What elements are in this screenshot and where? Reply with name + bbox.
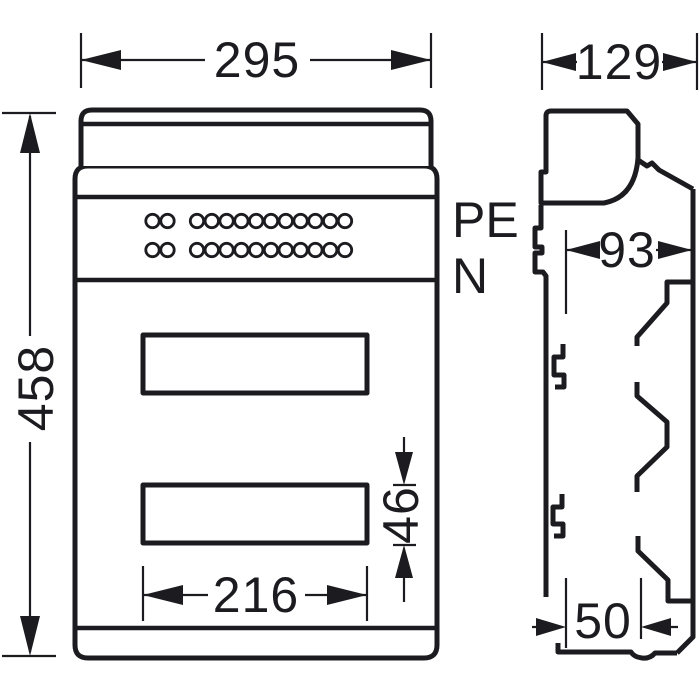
dim-50-value: 50: [574, 593, 632, 649]
dim-46-arrow-down: [395, 452, 413, 485]
dim-216-arrow-left: [143, 585, 183, 605]
dim-overall-depth: 129: [540, 33, 699, 90]
dim-46-arrow-up: [395, 545, 413, 578]
side-bottom-flange: [555, 643, 677, 661]
dim-50-extension-lines: [564, 578, 643, 648]
dim-216-value: 216: [213, 567, 299, 623]
wall-clip-lower: [550, 494, 566, 539]
wall-clip-upper: [551, 344, 567, 390]
dim-295-arrow-left: [81, 50, 121, 70]
dim-46-ticks: [393, 483, 416, 547]
pe-row-label: PE: [452, 192, 519, 248]
dim-46-value: 46: [373, 486, 429, 544]
dim-93-arrow-left: [566, 241, 600, 259]
upper-cutout-window: [140, 332, 370, 396]
dim-458-arrow-bottom: [20, 616, 40, 656]
dim-129-value: 129: [576, 34, 662, 90]
dim-295-value: 295: [214, 32, 300, 88]
side-view: [532, 108, 696, 661]
dim-129-arrow-right: [663, 53, 697, 71]
dim-bottom-depth: 50: [532, 578, 678, 649]
terminal-holes: [144, 212, 354, 259]
front-body-outline: [72, 163, 440, 661]
lower-cutout-window: [140, 482, 370, 546]
dim-50-arrow-left-pointing: [641, 618, 671, 636]
side-shoulder: [636, 157, 695, 192]
door-hinge-knuckle: [634, 382, 670, 492]
front-view: [72, 107, 440, 661]
dim-129-arrow-left: [542, 53, 576, 71]
dim-216-extension-lines: [141, 566, 369, 621]
dim-overall-height: 458: [2, 111, 64, 658]
dim-50-arrow-right-pointing: [536, 618, 566, 636]
side-right-edge: [675, 189, 696, 655]
dim-458-extension-lines: [2, 111, 56, 658]
dim-458-value: 458: [8, 345, 64, 431]
dim-cutout-height: 46: [373, 437, 429, 602]
n-row-label: N: [452, 248, 488, 304]
door-inner-bottom: [635, 536, 692, 604]
side-lid-outline: [538, 108, 641, 206]
door-inner-top: [634, 279, 692, 346]
dim-458-arrow-top: [20, 113, 40, 153]
dim-inner-depth: 93: [564, 222, 692, 314]
dim-cutout-width: 216: [141, 566, 369, 623]
dim-93-arrow-right: [658, 241, 692, 259]
dim-93-value: 93: [598, 222, 656, 278]
dim-overall-width: 295: [79, 32, 433, 88]
side-back-edge: [532, 205, 549, 597]
dim-295-arrow-right: [391, 50, 431, 70]
front-lid-outline: [78, 107, 434, 166]
dim-216-arrow-right: [327, 585, 367, 605]
